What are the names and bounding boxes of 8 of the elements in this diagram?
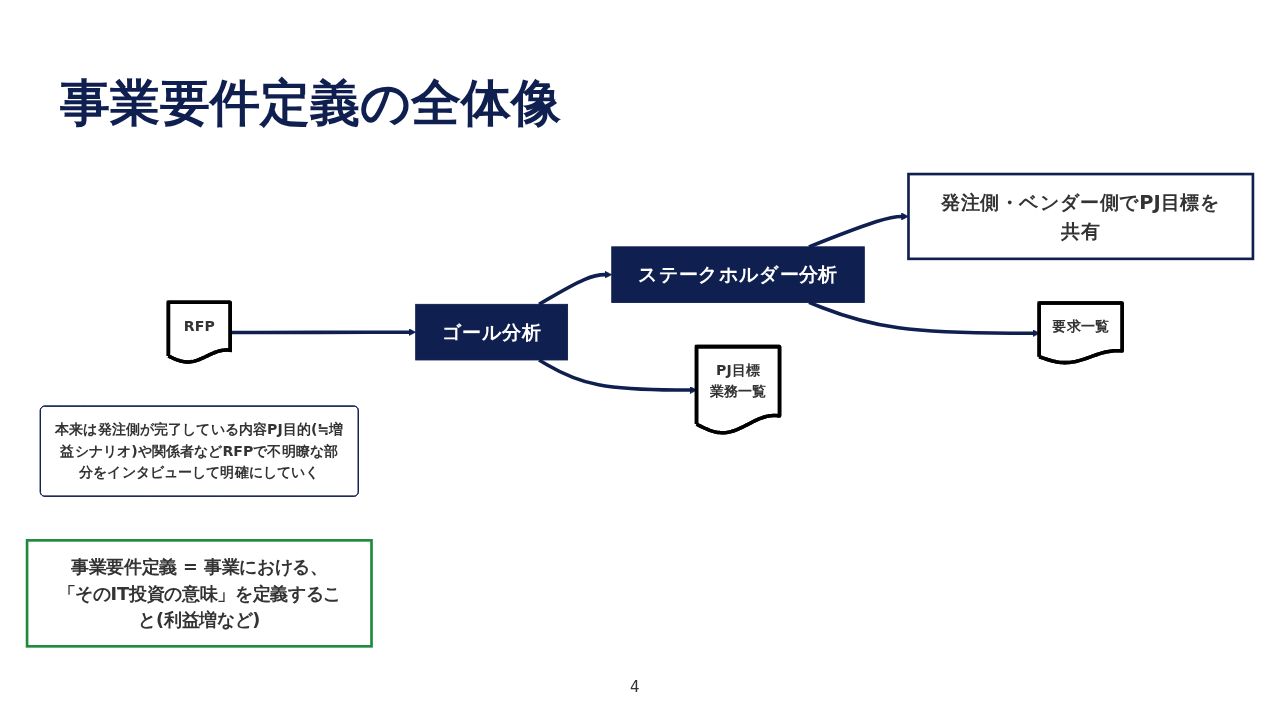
arrow <box>230 328 417 336</box>
page-number: 4 <box>630 678 640 696</box>
slide-title: 事業要件定義の全体像 <box>60 73 561 134</box>
node-box: 発注側・ベンダー側でPJ目標を共有 <box>907 172 1255 260</box>
arrow <box>538 270 613 306</box>
node-box: ゴール分析 <box>415 303 569 361</box>
node-box: ステークホルダー分析 <box>611 246 865 303</box>
node-box: 事業要件定義 = 事業における、「そのIT投資の意味」を定義すること(利益増など) <box>25 538 373 648</box>
